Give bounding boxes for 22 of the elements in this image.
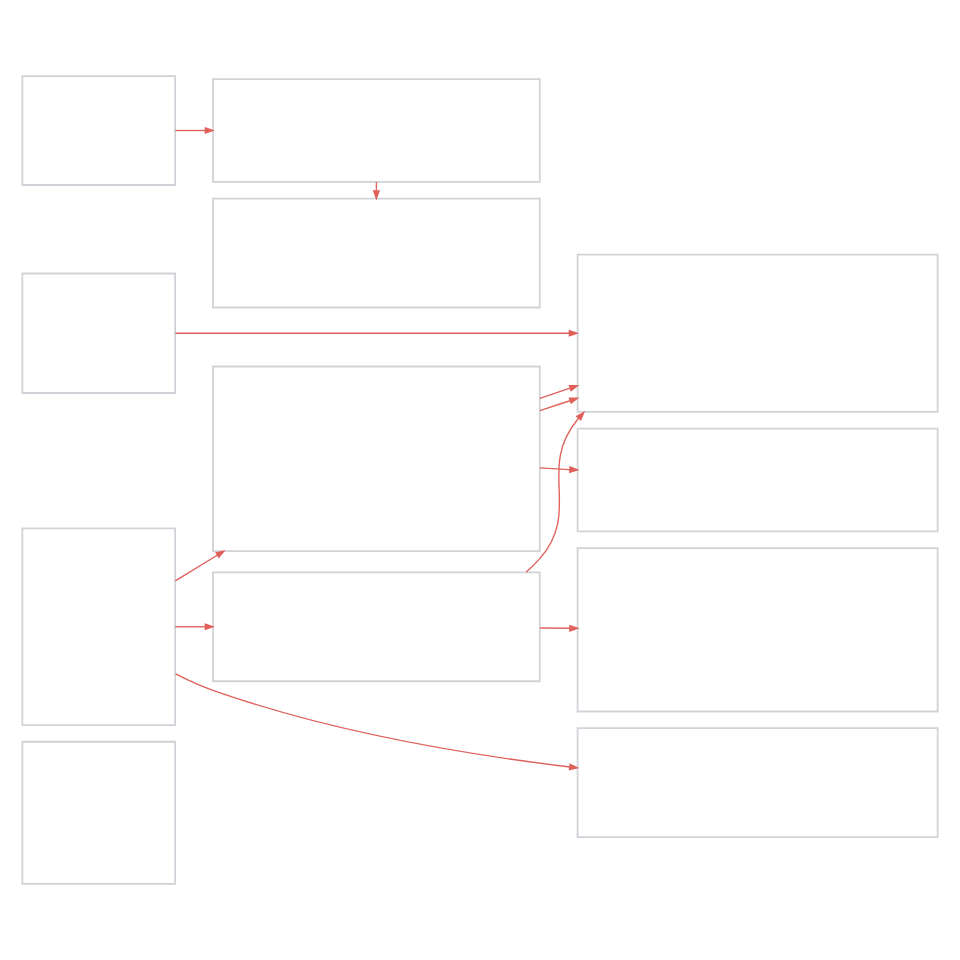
arrow — [525, 410, 586, 573]
node-box — [576, 727, 939, 838]
node-box — [576, 547, 939, 713]
arrow — [539, 384, 580, 399]
node-box — [21, 740, 177, 885]
arrow — [539, 624, 580, 632]
arrow — [174, 126, 215, 135]
arrow — [174, 673, 580, 771]
node-box — [21, 272, 177, 394]
node-box — [212, 197, 541, 309]
node-box — [21, 527, 177, 726]
node-box — [212, 365, 541, 552]
arrow — [174, 623, 215, 631]
node-box — [212, 571, 541, 683]
arrow — [539, 465, 580, 474]
node-box — [576, 427, 939, 533]
node-box — [21, 75, 177, 186]
arrow — [539, 397, 580, 412]
node-box — [212, 78, 541, 183]
arrow — [174, 550, 226, 582]
arrow — [174, 329, 579, 337]
node-box — [576, 253, 939, 413]
